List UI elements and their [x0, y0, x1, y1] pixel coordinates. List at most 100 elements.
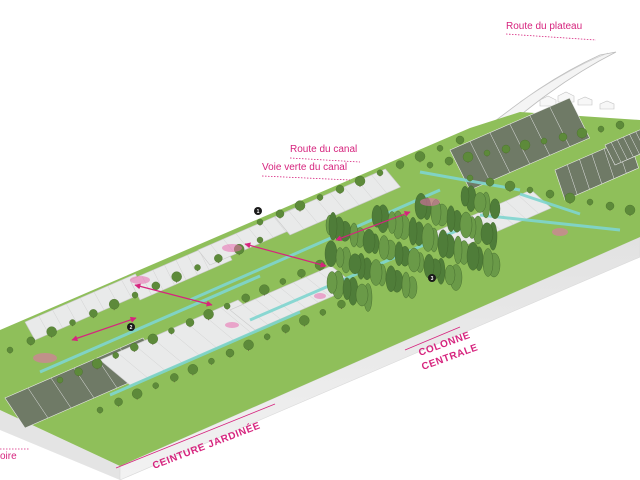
tree-icon [526, 186, 534, 194]
tree-icon [297, 269, 306, 279]
tree-icon [187, 364, 199, 376]
tree-icon [326, 271, 338, 294]
tree-icon [243, 339, 254, 351]
tree-icon [335, 247, 345, 268]
tree-icon [401, 271, 411, 299]
plot-row [610, 142, 622, 163]
plot-row [617, 139, 628, 160]
plot-row [529, 115, 550, 156]
tree-icon [414, 151, 426, 163]
marker-2: 2 [127, 323, 135, 331]
tree-icon [256, 218, 264, 226]
tree-icon [426, 161, 434, 169]
tree-icon [480, 222, 494, 245]
tree-icon [299, 315, 310, 327]
plot-row [330, 192, 346, 212]
plot-row [220, 307, 251, 333]
tree-icon [294, 200, 306, 212]
tree-icon [408, 217, 418, 246]
plot-row [316, 198, 332, 218]
tree-icon [444, 156, 454, 166]
plot-row [168, 329, 200, 356]
plot-row [267, 293, 294, 314]
tree-icon [324, 240, 338, 267]
label-voie-verte: Voie verte du canal [262, 162, 347, 173]
tree-icon [208, 357, 215, 365]
tree-icon [241, 293, 250, 303]
tree-icon [466, 174, 474, 182]
tree-icon [223, 302, 231, 310]
tree-icon [576, 127, 588, 139]
tree-icon [564, 192, 576, 204]
tree-icon [485, 177, 495, 187]
plot-row [261, 222, 274, 238]
label-route-canal: Route du canal [290, 144, 357, 155]
tree-icon [130, 342, 139, 352]
tree-icon [446, 205, 456, 232]
plot-row [117, 352, 148, 378]
tree-icon [387, 211, 397, 234]
plot-row [579, 159, 590, 190]
plot-row [52, 309, 63, 329]
marker-1: 1 [254, 207, 262, 215]
tree-icon [605, 201, 615, 211]
plot-row [187, 254, 198, 276]
plot-row [186, 322, 217, 348]
tree-icon [328, 212, 338, 241]
marker-3: 3 [428, 274, 436, 282]
tree-icon [170, 373, 179, 383]
tree-icon [586, 198, 594, 206]
tree-icon [349, 222, 359, 248]
plot-row [121, 279, 132, 299]
plot-row [489, 132, 511, 173]
plot-row [79, 297, 91, 317]
tree-icon [369, 259, 383, 286]
tree-icon [56, 376, 64, 384]
plot-row [343, 186, 360, 206]
label-partial-left: oire [0, 451, 17, 462]
tree-icon [395, 160, 405, 170]
plot-row [93, 291, 105, 311]
tree-icon [597, 125, 605, 133]
slab-right-side [119, 236, 640, 480]
tree-icon [462, 151, 474, 163]
tree-icon [459, 211, 473, 239]
tree-icon [316, 194, 324, 201]
plot-row [591, 153, 603, 185]
tree-icon [348, 253, 362, 274]
plot-row [509, 123, 531, 165]
tree-icon [275, 209, 285, 219]
plot-row [280, 287, 306, 309]
tree-icon [131, 388, 143, 400]
tree-icon [376, 169, 384, 177]
tree-icon [385, 265, 397, 292]
tree-icon [194, 264, 201, 272]
plot-row [469, 141, 491, 182]
tree-icon [185, 318, 195, 328]
plot-row [505, 200, 527, 220]
tree-icon [501, 144, 511, 154]
tree-icon [342, 277, 352, 300]
tree-icon [263, 333, 271, 341]
tree-icon [114, 397, 123, 407]
tree-icon [482, 248, 494, 277]
tree-icon [74, 367, 83, 377]
tree-icon [337, 299, 346, 309]
plot-row [273, 216, 287, 233]
tree-icon [112, 352, 119, 359]
dimension-arrows [71, 211, 411, 342]
plot-row [293, 282, 319, 303]
tree-icon [437, 229, 449, 258]
tree-icon [319, 309, 327, 316]
tree-icon [168, 327, 175, 335]
tree-icon [460, 186, 470, 207]
plot-row [623, 136, 634, 158]
tree-icon [615, 120, 625, 130]
tree-icon [453, 235, 463, 265]
tree-icon [540, 137, 548, 145]
tree-icon [259, 284, 270, 296]
tree-icon [203, 309, 214, 321]
plot-row [164, 264, 175, 286]
tree-icon [473, 192, 487, 213]
